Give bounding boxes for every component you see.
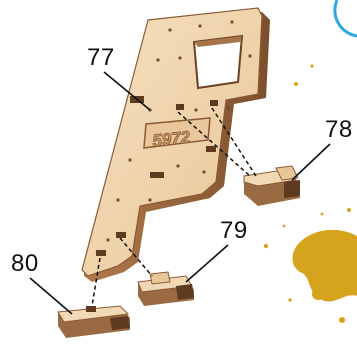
callout-label-77: 77	[87, 46, 115, 70]
corner-ring-decoration	[335, 0, 357, 36]
part-78-foot-bracket	[244, 166, 300, 206]
leader-79	[186, 245, 228, 282]
leader-80	[30, 278, 72, 314]
panel-engraving-text: 5972	[151, 128, 191, 151]
part-79-foot-bracket	[138, 272, 194, 306]
leader-78	[292, 144, 330, 180]
callout-label-79: 79	[220, 219, 248, 243]
callout-label-80: 80	[11, 252, 39, 276]
callout-label-78: 78	[325, 118, 353, 142]
